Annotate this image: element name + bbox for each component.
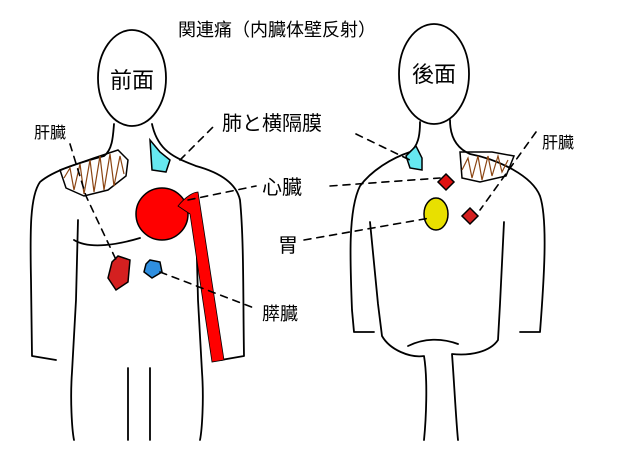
front-liver-hatching [63,153,125,195]
front-body-outline [29,123,245,441]
stomach-leader [303,217,431,241]
label-liver-front: 肝臓 [34,123,66,142]
front-figure: 前面 [29,29,245,441]
heart-leader-back [329,177,441,187]
label-liver-back: 肝臓 [542,133,574,152]
label-stomach: 胃 [278,233,298,257]
back-body-outline [349,119,546,441]
label-heart: 心臓 [262,175,302,199]
front-view-label: 前面 [110,69,154,94]
heart-radiation-band [177,191,225,363]
front-collar-curve [73,237,141,247]
heart-leader-front [187,185,257,201]
back-view-label: 後面 [412,63,456,88]
back-lung-diaphragm-zone [405,144,423,171]
liver-leader-back [479,131,537,211]
back-head-outline [398,23,470,125]
pancreas-zone [143,259,163,279]
back-figure: 後面 [349,23,546,441]
front-liver-organ [107,255,131,292]
lung-leader-back [355,133,415,163]
label-lung-diaphragm: 肺と横隔膜 [222,111,322,135]
back-heart-marker [436,172,456,192]
front-head-outline [97,29,167,127]
front-liver-zone [59,149,129,197]
lung-leader-front [179,125,215,161]
back-liver-zone-outline [459,151,516,183]
diagram-title: 関連痛（内臓体壁反射） [178,20,376,41]
back-liver-zone [459,151,516,183]
stomach-zone [423,197,449,231]
liver-leader-front [69,143,119,265]
pancreas-leader [159,271,255,309]
back-liver-marker [460,206,480,226]
heart-zone [135,187,189,241]
leader-lines [69,125,537,309]
front-liver-zone-outline [59,149,129,197]
back-liver-hatching [461,153,509,181]
label-pancreas: 膵臓 [262,304,298,325]
front-lung-diaphragm-zone [149,137,171,173]
